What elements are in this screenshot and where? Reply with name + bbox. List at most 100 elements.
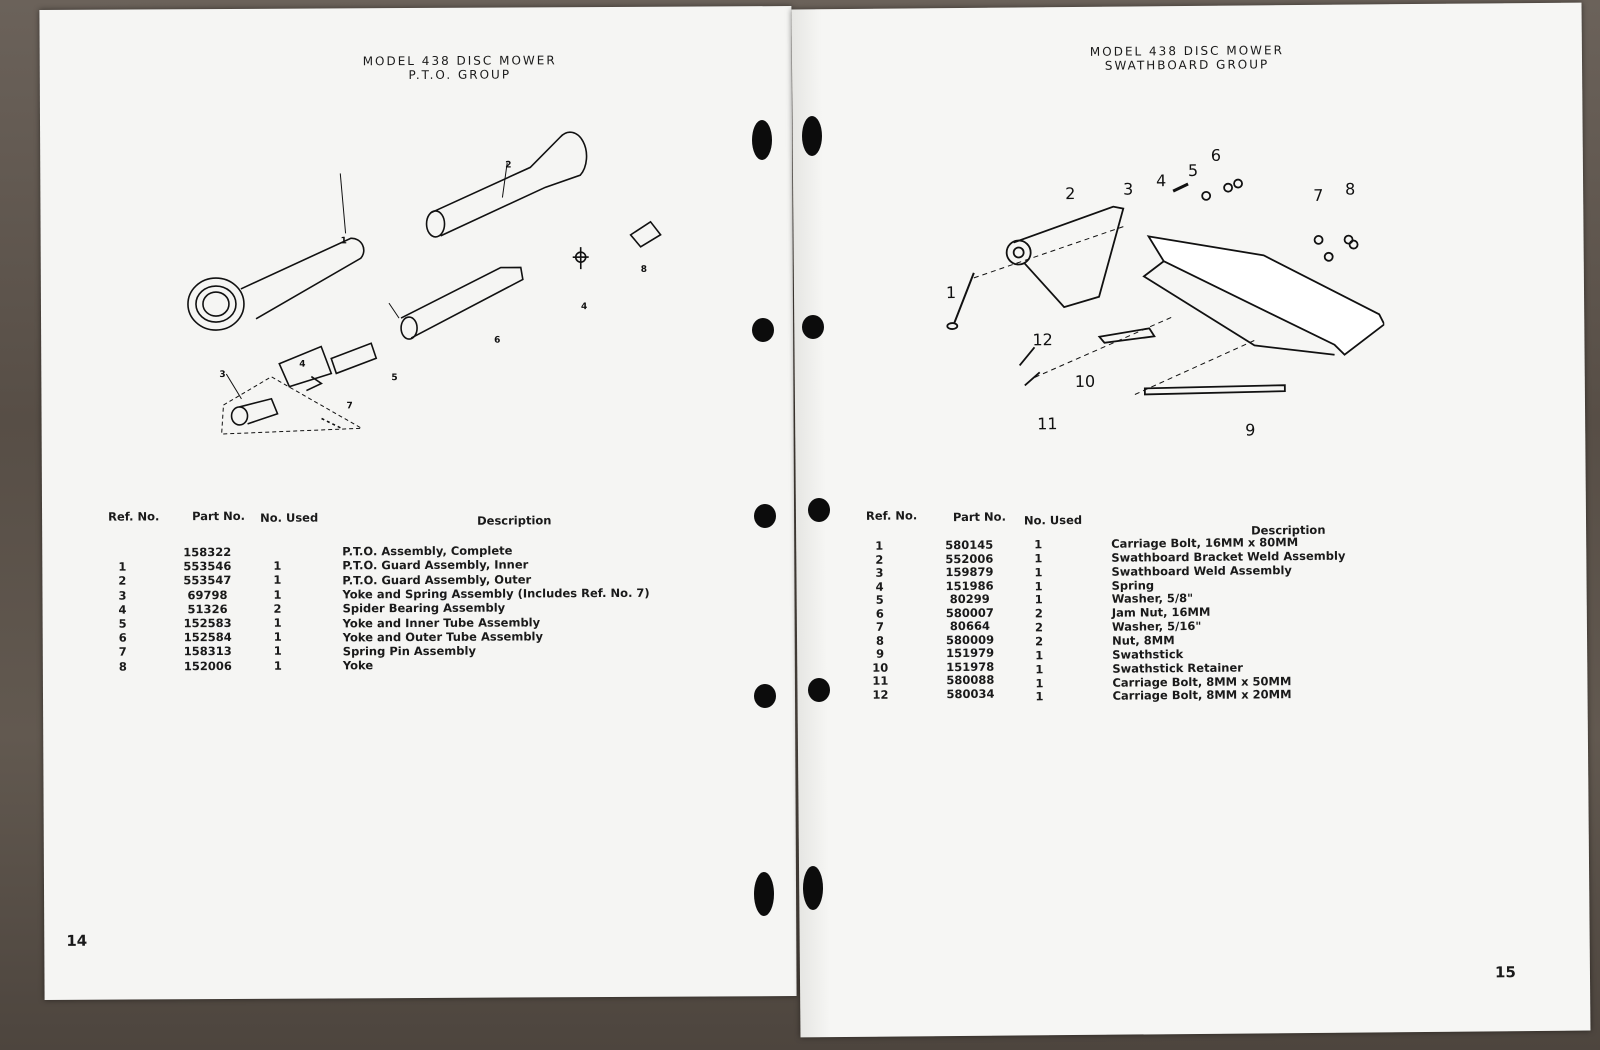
callout-12: 12 bbox=[1032, 330, 1053, 349]
cell-used: 1 bbox=[273, 629, 282, 644]
cell-part: 151979 bbox=[946, 645, 995, 661]
callout-7: 7 bbox=[1313, 186, 1323, 205]
cell-used: 1 bbox=[1035, 675, 1044, 690]
cell-part: 152006 bbox=[183, 658, 232, 673]
callout-5: 5 bbox=[1188, 161, 1198, 180]
cell-part: 580088 bbox=[946, 672, 995, 688]
cell-desc: Yoke and Inner Tube Assembly bbox=[342, 614, 541, 630]
cell-ref: 1 bbox=[118, 559, 127, 574]
cell-part: 152583 bbox=[183, 615, 232, 631]
callout-8: 8 bbox=[1345, 180, 1355, 199]
swathboard-exploded-diagram: 1 2 3 4 5 6 7 8 9 10 11 12 bbox=[946, 146, 1386, 440]
cell-desc: Swathstick bbox=[1112, 646, 1184, 662]
cell-used: 2 bbox=[1034, 634, 1044, 649]
cell-part: 158313 bbox=[183, 644, 232, 659]
cell-desc: Swathboard Weld Assembly bbox=[1111, 562, 1292, 579]
cell-desc: Spring bbox=[1111, 577, 1155, 593]
cell-used: 1 bbox=[1035, 661, 1044, 677]
left-page: MODEL 438 DISC MOWER P.T.O. GROUP 1 2 3 … bbox=[39, 6, 797, 1000]
callout-11: 11 bbox=[1037, 414, 1058, 433]
cell-ref: 12 bbox=[872, 687, 889, 702]
cell-ref: 3 bbox=[118, 588, 127, 603]
cell-desc: Washer, 5/16" bbox=[1111, 619, 1202, 634]
binding-hole bbox=[803, 866, 823, 910]
cell-used: 1 bbox=[1034, 537, 1043, 552]
cell-part: 152584 bbox=[183, 630, 232, 645]
binding-hole bbox=[754, 504, 776, 528]
cell-used: 2 bbox=[1034, 606, 1043, 621]
cell-part: 580009 bbox=[945, 632, 995, 647]
cell-desc: Swathstick Retainer bbox=[1112, 660, 1243, 676]
page-number: 14 bbox=[66, 931, 88, 950]
cell-part: 159879 bbox=[945, 564, 994, 580]
cell-part: 553547 bbox=[183, 573, 232, 588]
cell-ref: 4 bbox=[118, 602, 127, 617]
cell-used: 2 bbox=[273, 601, 282, 616]
cell-ref: 8 bbox=[875, 633, 885, 648]
left-page-title: MODEL 438 DISC MOWER P.T.O. GROUP bbox=[40, 52, 880, 84]
callout-1: 1 bbox=[341, 236, 347, 246]
callout-2: 2 bbox=[1065, 184, 1075, 203]
left-parts-table: Ref. No. Part No. No. Used Description 1… bbox=[102, 507, 663, 680]
header-used: No. Used bbox=[1023, 512, 1083, 528]
cell-ref: 11 bbox=[872, 673, 889, 688]
cell-ref: 2 bbox=[875, 552, 884, 567]
cell-part: 580034 bbox=[946, 686, 995, 701]
callout-8: 8 bbox=[641, 265, 647, 275]
binding-hole bbox=[808, 678, 830, 702]
binding-hole bbox=[802, 116, 822, 156]
cell-ref: 7 bbox=[875, 619, 884, 634]
cell-part: 69798 bbox=[187, 587, 228, 602]
callout-4b: 4 bbox=[581, 302, 587, 312]
cell-used: 1 bbox=[1035, 689, 1044, 704]
cell-desc: Spider Bearing Assembly bbox=[342, 600, 506, 616]
cell-desc: Jam Nut, 16MM bbox=[1111, 605, 1211, 620]
cell-ref: 10 bbox=[872, 660, 889, 675]
table-header: Ref. No. Part No. No. Used Description bbox=[866, 504, 1426, 537]
callout-6: 6 bbox=[1211, 146, 1221, 165]
cell-desc: P.T.O. Guard Assembly, Inner bbox=[342, 557, 529, 573]
cell-ref: 6 bbox=[875, 606, 884, 621]
cell-part: 80664 bbox=[949, 618, 990, 634]
cell-used: 1 bbox=[1035, 648, 1044, 663]
cell-ref: 9 bbox=[876, 646, 885, 661]
header-used: No. Used bbox=[260, 510, 319, 525]
cell-desc: Nut, 8MM bbox=[1111, 633, 1175, 648]
header-part: Part No. bbox=[192, 508, 246, 524]
binding-hole bbox=[802, 315, 824, 339]
cell-part: 552006 bbox=[945, 551, 994, 566]
cell-part: 151986 bbox=[945, 578, 994, 593]
cell-desc: Washer, 5/8" bbox=[1111, 591, 1194, 607]
cell-used: 1 bbox=[273, 658, 282, 673]
callout-7: 7 bbox=[346, 401, 352, 411]
cell-desc: Yoke and Spring Assembly (Includes Ref. … bbox=[342, 585, 650, 602]
binding-hole bbox=[808, 498, 830, 522]
cell-part: 151978 bbox=[946, 659, 995, 674]
title-line-2: P.T.O. GROUP bbox=[408, 67, 512, 83]
cell-used: 1 bbox=[1034, 592, 1043, 607]
cell-used: 1 bbox=[1034, 564, 1043, 580]
cell-ref: 4 bbox=[875, 579, 884, 594]
cell-ref: 6 bbox=[118, 630, 127, 645]
binding-hole bbox=[754, 684, 776, 708]
cell-ref: 5 bbox=[875, 592, 884, 607]
right-page: MODEL 438 DISC MOWER SWATHBOARD GROUP 1 … bbox=[791, 2, 1591, 1038]
cell-used: 1 bbox=[273, 644, 282, 659]
cell-used: 1 bbox=[1034, 551, 1043, 566]
header-ref: Ref. No. bbox=[108, 509, 160, 524]
callout-5: 5 bbox=[391, 373, 397, 383]
binding-hole bbox=[754, 872, 774, 916]
cell-desc: Carriage Bolt, 8MM x 20MM bbox=[1112, 687, 1292, 704]
callout-9: 9 bbox=[1245, 420, 1255, 439]
cell-desc: P.T.O. Assembly, Complete bbox=[342, 543, 513, 559]
cell-part: 80299 bbox=[949, 591, 990, 607]
callout-2: 2 bbox=[505, 161, 511, 171]
cell-ref: 3 bbox=[875, 565, 884, 580]
cell-desc: Yoke and Outer Tube Assembly bbox=[342, 629, 544, 645]
cell-used: 1 bbox=[1034, 578, 1043, 593]
cell-part: 51326 bbox=[187, 601, 228, 617]
cell-ref: 8 bbox=[118, 659, 127, 674]
header-desc: Description bbox=[477, 513, 552, 528]
cell-used: 1 bbox=[273, 615, 282, 630]
pto-exploded-diagram: 1 2 3 4 4 5 6 7 8 bbox=[187, 131, 662, 435]
